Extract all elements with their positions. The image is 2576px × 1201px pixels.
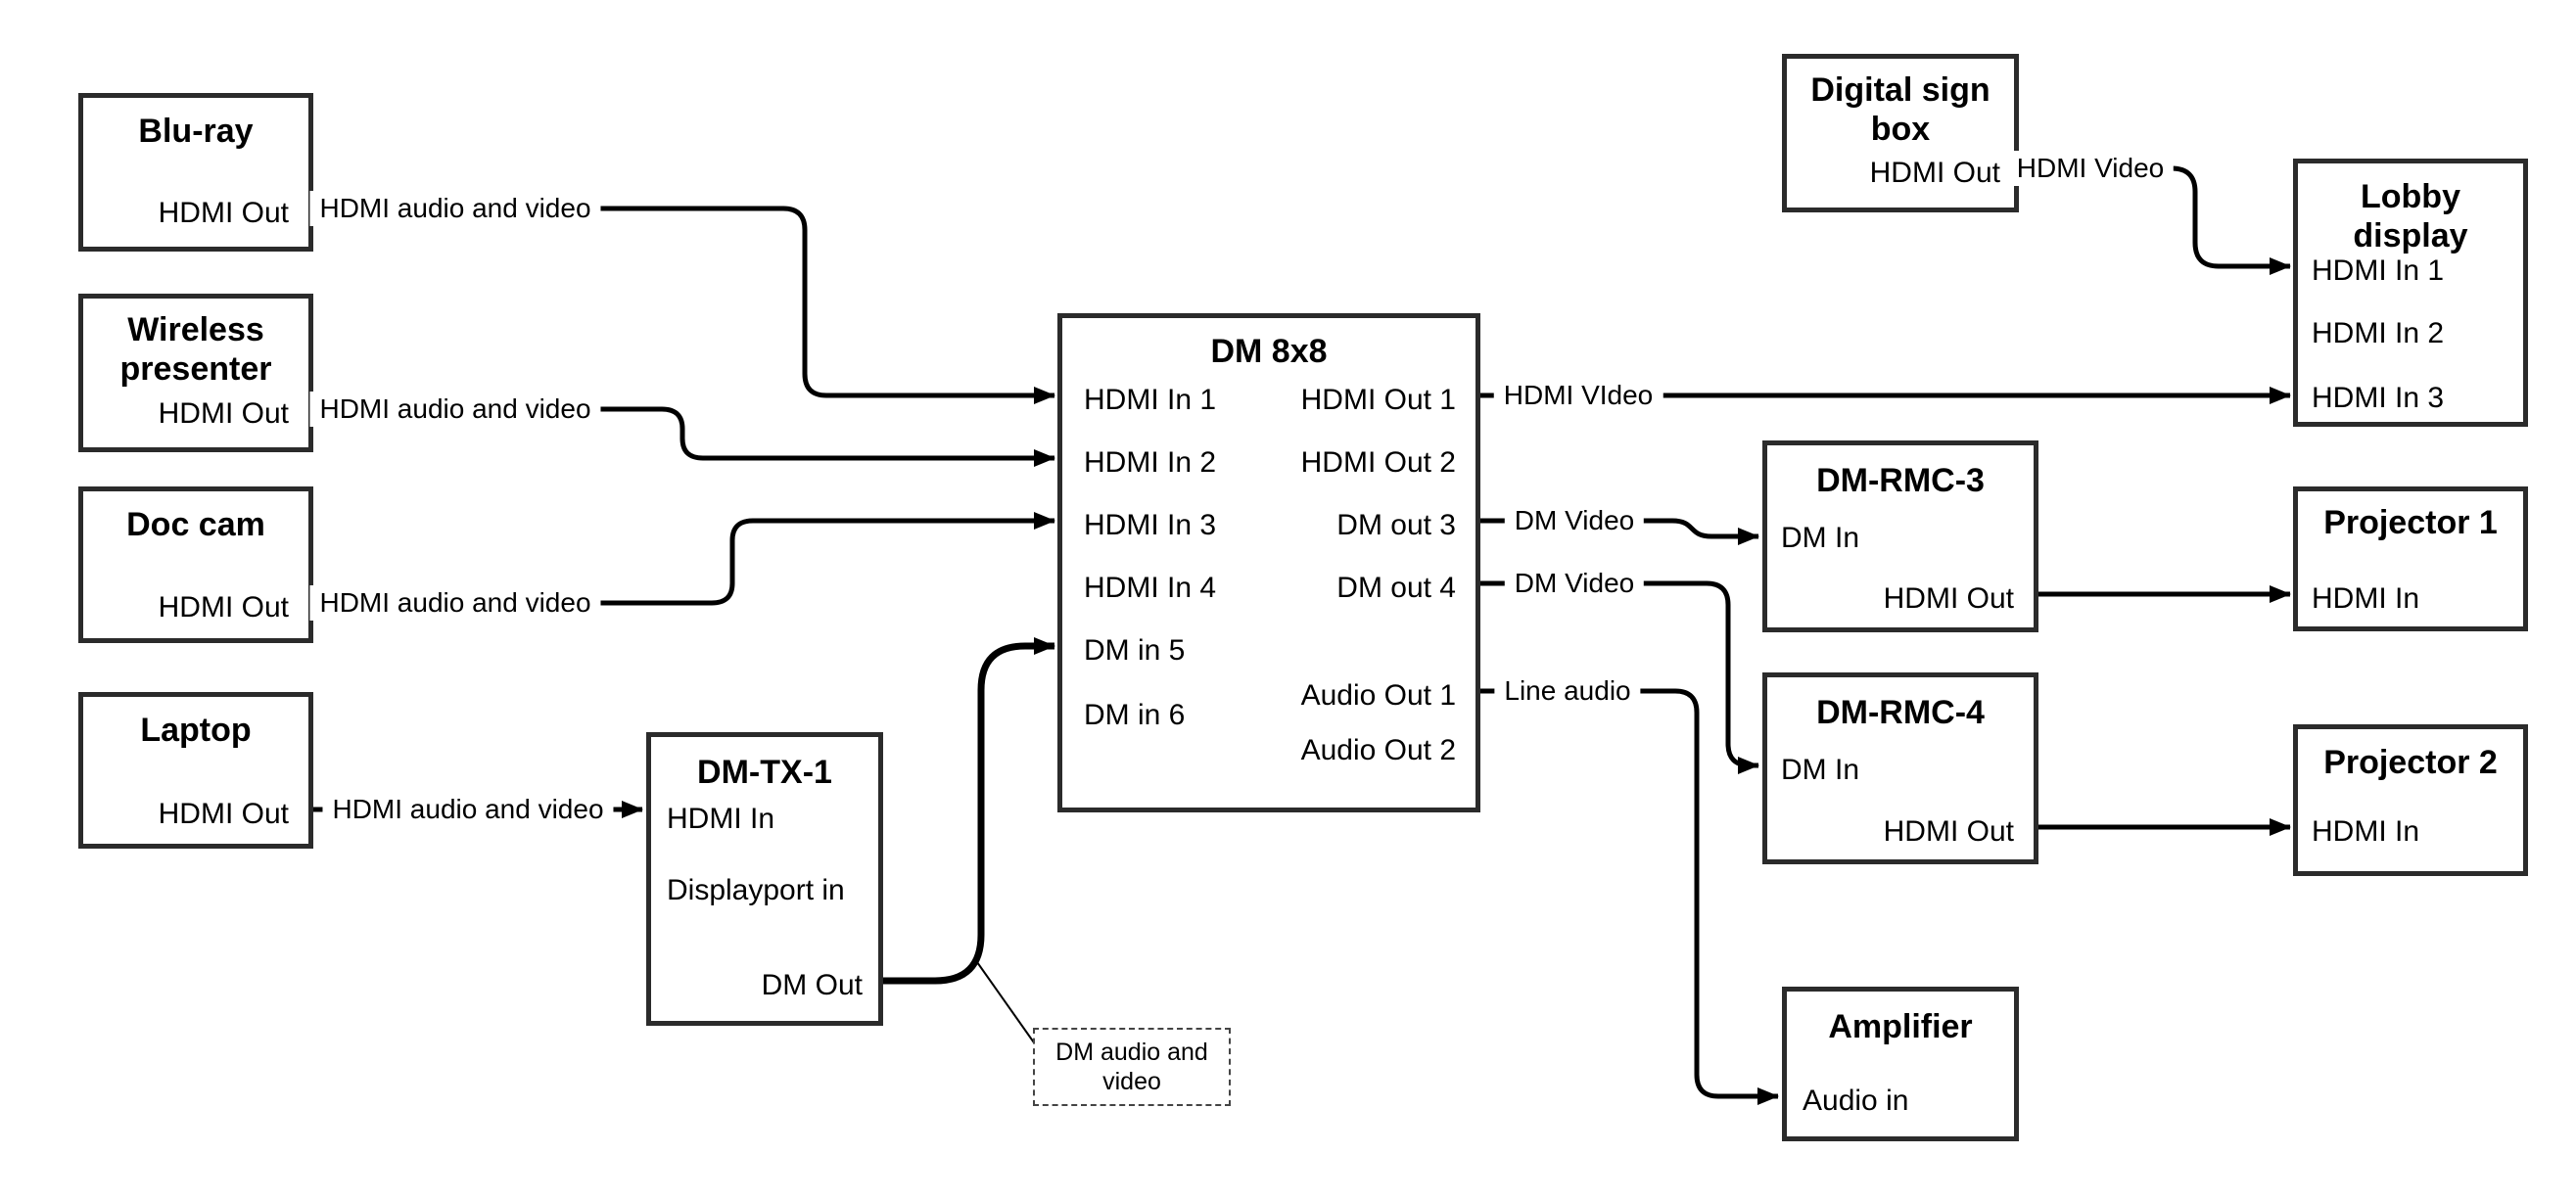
port-hdmi-out: HDMI Out xyxy=(158,798,289,830)
edge-label-hdmi-audio-video-3: HDMI audio and video xyxy=(309,585,601,621)
port-dm-out: DM Out xyxy=(761,969,863,1001)
port-hdmi-out: HDMI Out xyxy=(158,197,289,229)
port-dm-in: DM In xyxy=(1781,754,1860,786)
port-dm-in: DM In xyxy=(1781,522,1860,554)
port-displayport-in: Displayport in xyxy=(667,874,845,906)
callout-dm-audio-and-video: DM audio and video xyxy=(1033,1028,1231,1106)
port-hdmi-out: HDMI Out xyxy=(1869,157,2000,189)
edge-label-line-audio: Line audio xyxy=(1494,673,1641,709)
edge-sign-to-lobby xyxy=(2017,165,2291,275)
callout-text: DM audio and video xyxy=(1055,1039,1208,1095)
node-wireless-presenter: Wireless presenter HDMI Out xyxy=(78,294,313,452)
node-lobby-display: Lobby display HDMI In 1 HDMI In 2 HDMI I… xyxy=(2293,159,2528,427)
port-hdmi-in-1: HDMI In 1 xyxy=(1084,384,1217,416)
node-title: Digital sign box xyxy=(1810,71,1991,148)
edge-doccam-to-in3 xyxy=(313,512,1055,606)
port-hdmi-out-2: HDMI Out 2 xyxy=(1300,446,1456,479)
port-hdmi-in: HDMI In xyxy=(2312,815,2420,848)
edge-label-hdmi-audio-video-2: HDMI audio and video xyxy=(309,392,601,427)
edge-label-hdmi-video-sign: HDMI Video xyxy=(2006,151,2175,186)
node-title: DM 8x8 xyxy=(1210,333,1328,370)
edge-dmtx1-to-in5 xyxy=(881,637,1055,985)
edge-bluray-to-in1 xyxy=(313,206,1055,404)
edge-label-hdmi-video-out1: HDMI VIdeo xyxy=(1493,378,1663,413)
port-hdmi-in-3: HDMI In 3 xyxy=(2312,382,2445,414)
node-title: Doc cam xyxy=(126,506,265,543)
node-projector-2: Projector 2 HDMI In xyxy=(2293,724,2528,876)
port-hdmi-out-1: HDMI Out 1 xyxy=(1300,384,1456,416)
node-projector-1: Projector 1 HDMI In xyxy=(2293,486,2528,631)
port-dm-in-6: DM in 6 xyxy=(1084,699,1186,731)
edge-label-hdmi-audio-video-1: HDMI audio and video xyxy=(309,191,601,226)
node-title: Blu-ray xyxy=(138,113,254,150)
node-title: Projector 1 xyxy=(2323,504,2498,541)
edge-label-dm-video-out4: DM Video xyxy=(1504,566,1645,601)
port-hdmi-in-1: HDMI In 1 xyxy=(2312,254,2445,287)
port-audio-out-2: Audio Out 2 xyxy=(1300,734,1456,766)
node-bluray: Blu-ray HDMI Out xyxy=(78,93,313,252)
port-hdmi-out: HDMI Out xyxy=(158,591,289,624)
node-laptop: Laptop HDMI Out xyxy=(78,692,313,849)
port-hdmi-in: HDMI In xyxy=(2312,582,2420,615)
port-hdmi-in-4: HDMI In 4 xyxy=(1084,572,1217,604)
node-dm-8x8: DM 8x8 HDMI In 1 HDMI In 2 HDMI In 3 HDM… xyxy=(1057,313,1480,812)
node-title: DM-TX-1 xyxy=(697,754,832,791)
port-dm-out-3: DM out 3 xyxy=(1336,509,1456,541)
node-dm-rmc-3: DM-RMC-3 DM In HDMI Out xyxy=(1762,440,2038,632)
port-hdmi-out: HDMI Out xyxy=(1883,582,2014,615)
port-hdmi-out: HDMI Out xyxy=(1883,815,2014,848)
edge-label-dm-video-out3: DM Video xyxy=(1504,503,1645,538)
node-title: DM-RMC-3 xyxy=(1816,462,1985,499)
callout-leader-line xyxy=(976,961,1037,1046)
node-dm-rmc-4: DM-RMC-4 DM In HDMI Out xyxy=(1762,672,2038,864)
port-hdmi-in: HDMI In xyxy=(667,803,775,835)
edge-wireless-to-in2 xyxy=(313,406,1055,467)
node-dm-tx-1: DM-TX-1 HDMI In Displayport in DM Out xyxy=(646,732,883,1026)
edge-dmout4-to-rmc4 xyxy=(1476,580,1759,774)
node-title: Wireless presenter xyxy=(119,311,272,388)
port-hdmi-in-3: HDMI In 3 xyxy=(1084,509,1217,541)
port-hdmi-in-2: HDMI In 2 xyxy=(2312,317,2445,349)
node-title: Laptop xyxy=(140,712,252,749)
node-amplifier: Amplifier Audio in xyxy=(1782,987,2019,1141)
port-hdmi-out: HDMI Out xyxy=(158,397,289,430)
port-audio-out-1: Audio Out 1 xyxy=(1300,679,1456,712)
port-audio-in: Audio in xyxy=(1803,1085,1909,1117)
node-title: Amplifier xyxy=(1828,1008,1973,1045)
edge-dmout3-to-rmc3 xyxy=(1476,518,1759,545)
port-dm-out-4: DM out 4 xyxy=(1336,572,1456,604)
node-digital-sign-box: Digital sign box HDMI Out xyxy=(1782,54,2019,212)
port-hdmi-in-2: HDMI In 2 xyxy=(1084,446,1217,479)
node-title: DM-RMC-4 xyxy=(1816,694,1985,731)
edge-audio1-to-amp xyxy=(1476,688,1779,1105)
node-title: Projector 2 xyxy=(2323,744,2498,781)
node-doc-cam: Doc cam HDMI Out xyxy=(78,486,313,643)
port-dm-in-5: DM in 5 xyxy=(1084,634,1186,667)
edge-label-hdmi-audio-video-4: HDMI audio and video xyxy=(322,792,614,827)
node-title: Lobby display xyxy=(2353,178,2468,254)
